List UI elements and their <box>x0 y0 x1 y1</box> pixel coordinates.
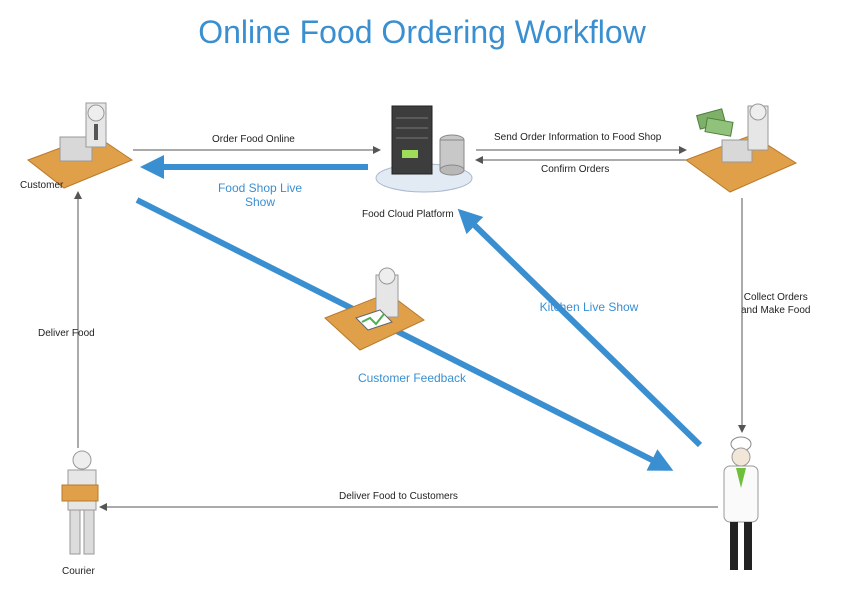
customer-feedback-label: Customer Feedback <box>357 371 467 385</box>
customer-label: Customer <box>20 180 64 191</box>
kitchen-live-label: Kitchen Live Show <box>539 300 639 314</box>
arrow-kitchen-live <box>457 208 703 448</box>
feedback-desk-icon <box>324 267 425 351</box>
order-online-label: Order Food Online <box>212 134 295 145</box>
food-shop-icon <box>684 103 798 193</box>
confirm-orders-label: Confirm Orders <box>541 164 610 175</box>
diagram-title: Online Food Ordering Workflow <box>198 14 646 50</box>
deliver-customers-label: Deliver Food to Customers <box>339 491 458 502</box>
arrow-customer-feedback <box>135 197 674 471</box>
send-info-label: Send Order Information to Food Shop <box>494 132 662 143</box>
collect-orders-label: Collect Orders and Make Food <box>741 292 811 316</box>
courier-label: Courier <box>62 566 95 577</box>
shop-live-label: Food Shop Live Show <box>217 181 303 209</box>
courier-icon <box>61 450 99 555</box>
server-icon <box>375 105 473 193</box>
deliver-food-label: Deliver Food <box>38 328 95 339</box>
platform-label: Food Cloud Platform <box>362 209 454 220</box>
customer-icon <box>26 102 134 189</box>
chef-icon <box>723 436 759 570</box>
